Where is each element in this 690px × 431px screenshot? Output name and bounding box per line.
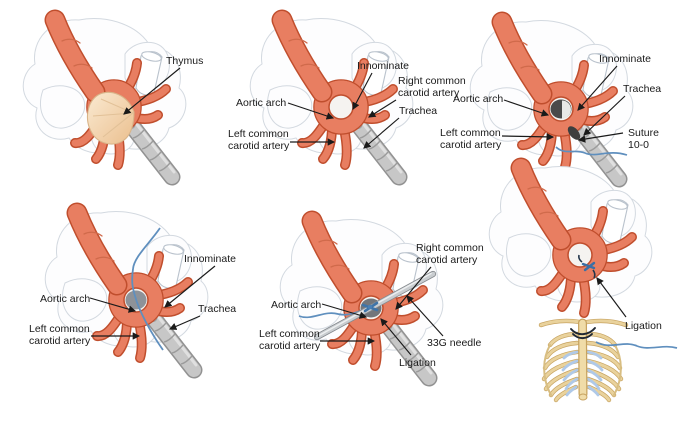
- ligation-knot: [578, 254, 596, 279]
- arrow-thymus: [123, 67, 181, 115]
- label-trachea: Trachea: [399, 105, 437, 117]
- panel-1-annotations: Thymus: [123, 55, 203, 115]
- label-aortic-arch: Aortic arch: [453, 93, 503, 105]
- arrow-left-common-carotid-artery: [501, 133, 555, 141]
- arrow-suture-10-0: [577, 132, 624, 143]
- arrow-trachea: [363, 117, 400, 149]
- panel-5-art: [279, 219, 444, 378]
- label-trachea: Trachea: [198, 303, 236, 315]
- label-innominate: Innominate: [599, 53, 651, 65]
- panel-3-art: [469, 20, 634, 179]
- ligation-knot: [361, 301, 379, 313]
- thymus-illustration: [86, 91, 135, 145]
- arrow-innominate: [577, 65, 618, 111]
- suture-thread: [555, 146, 628, 156]
- arrow-aortic-arch: [503, 99, 550, 117]
- arrow-ligation: [380, 318, 412, 356]
- label-aortic-arch: Aortic arch: [236, 97, 286, 109]
- panel-4-art: [44, 211, 209, 370]
- arrow-ligation: [596, 277, 627, 318]
- arch-opening-highlight: [562, 100, 571, 119]
- arrow-right-common-carotid-artery: [395, 266, 432, 310]
- rib-cartilage: [561, 350, 604, 397]
- panel-1-art: [22, 18, 187, 177]
- suture-gap-shadow: [567, 126, 581, 140]
- label-33g-needle: 33G needle: [427, 337, 481, 349]
- label-aortic-arch: Aortic arch: [40, 293, 90, 305]
- suture-thread: [131, 227, 164, 351]
- arrow-trachea: [583, 95, 626, 136]
- arrow-aortic-arch: [287, 102, 335, 120]
- ribcage-illustration: [538, 318, 629, 403]
- sternum-suture: [570, 327, 596, 340]
- label-innominate: Innominate: [357, 60, 409, 72]
- panel-6-art: [488, 166, 678, 403]
- label-ligation: Ligation: [625, 320, 662, 332]
- arrow-aortic-arch: [321, 303, 368, 319]
- arrow-innominate: [164, 265, 216, 308]
- arrow-aortic-arch: [89, 297, 137, 313]
- panel-6-annotations: Ligation: [596, 277, 662, 332]
- label-trachea: Trachea: [623, 83, 661, 95]
- label-aortic-arch: Aortic arch: [271, 299, 321, 311]
- arrow-33g-needle: [406, 295, 444, 337]
- label-thymus: Thymus: [166, 55, 203, 67]
- label-innominate: Innominate: [184, 253, 236, 265]
- arrow-trachea: [168, 315, 201, 330]
- label-ligation: Ligation: [399, 357, 436, 369]
- arrow-right-common-carotid-artery: [368, 99, 397, 118]
- suture-thread: [595, 341, 678, 349]
- arrow-innominate: [352, 72, 373, 110]
